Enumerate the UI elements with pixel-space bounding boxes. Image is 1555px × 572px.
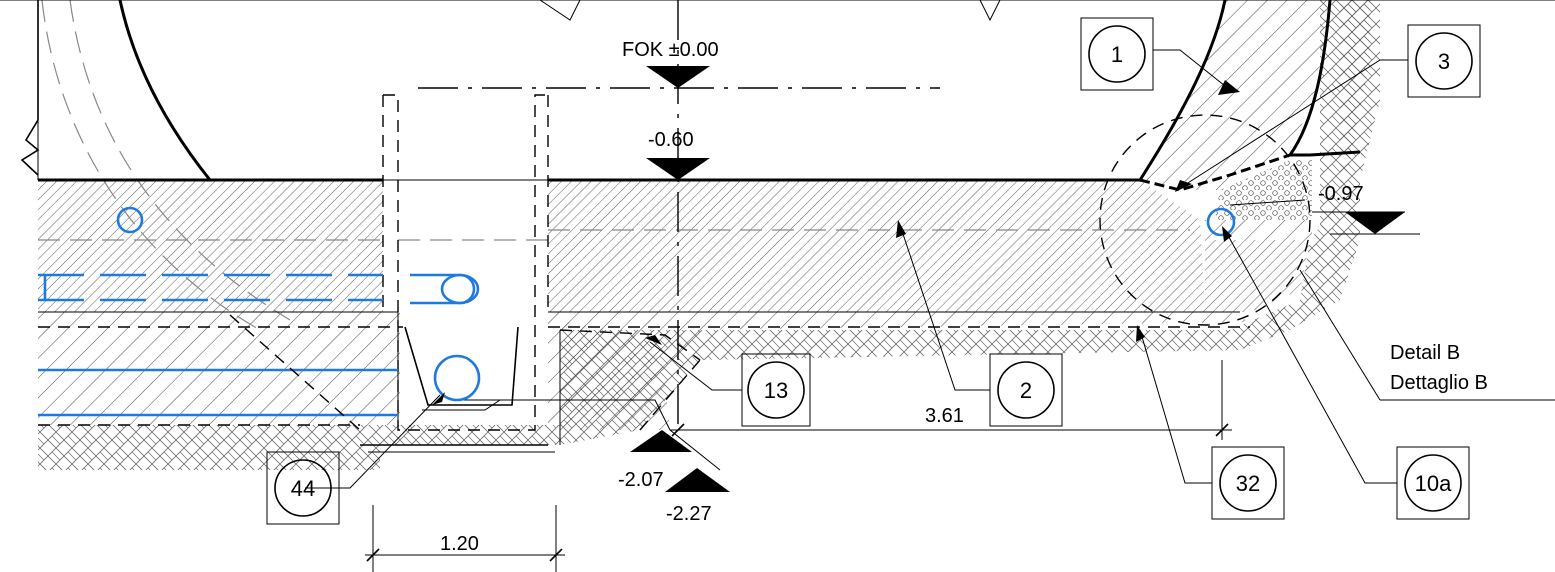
level-top-triangle [646,158,710,180]
level-bottom-a: -2.07 [618,430,692,491]
tunnel-wall [1138,0,1361,240]
pipes [38,206,1236,417]
callout-44-label: 44 [291,476,315,501]
level-bottom-a-triangle [630,430,692,452]
level-fok-label: FOK ±0.00 [622,39,719,61]
dimension-width-b: 3.61 [670,360,1232,440]
level-right-triangle [1345,212,1405,234]
slab-outlines [38,178,1250,426]
concrete-slab [38,180,1310,430]
callout-3: 3 [1407,24,1481,98]
pipe-drain-right [1206,207,1236,237]
left-tunnel-arc [20,0,291,331]
level-bottom-a-label: -2.07 [618,469,664,491]
dimension-width-a: 1.20 [365,505,565,572]
callout-3-label: 3 [1438,49,1450,74]
callout-10a: 10a [1396,446,1470,520]
callout-32: 32 [1211,446,1285,520]
callout-2-label: 2 [1020,378,1032,403]
pipe-small-left [116,206,144,234]
leader-lines [229,49,1408,489]
dimension-width-b-label: 3.61 [925,405,964,427]
soil-areas [38,0,1380,470]
level-right: -0.97 [1312,183,1420,235]
callout-1: 1 [1080,17,1154,91]
level-top-label: -0.60 [648,129,694,151]
callout-32-label: 32 [1236,471,1260,496]
dimension-width-a-label: 1.20 [440,533,479,555]
level-bottom-b: -2.27 [665,468,730,525]
level-fok: FOK ±0.00 [622,39,719,88]
callout-44: 44 [266,451,340,525]
level-bottom-b-label: -2.27 [666,503,712,525]
callout-1-label: 1 [1111,42,1123,67]
detail-b-circle: Detail B Dettaglio B [1099,114,1555,401]
callout-10a-label: 10a [1415,471,1452,496]
callout-2: 2 [989,353,1063,427]
level-top: -0.60 [646,129,710,180]
detail-label-en: Detail B [1390,342,1460,364]
callout-13: 13 [741,353,811,427]
callout-13-label: 13 [764,378,788,403]
level-bottom-b-triangle [665,468,730,492]
level-markers: FOK ±0.00 -0.60 -0.97 -2.07 -2.27 [618,39,1420,525]
pipe-drain-center [433,354,481,402]
dimensions: 1.20 3.61 [365,360,1232,572]
callouts: 1 3 13 2 44 32 10a [266,17,1481,525]
level-fok-triangle [646,66,710,88]
level-right-label: -0.97 [1318,183,1364,205]
detail-label-it: Dettaglio B [1390,372,1488,394]
